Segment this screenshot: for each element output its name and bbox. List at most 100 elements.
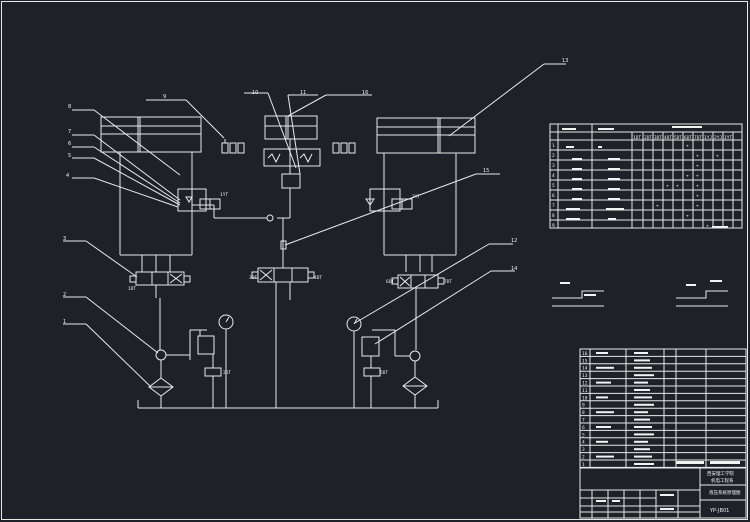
illegible-text	[596, 381, 611, 384]
action-table-header-code: 1YJ	[704, 135, 712, 141]
illegible-text	[572, 198, 582, 200]
illegible-text	[634, 374, 654, 377]
action-table-mark: +	[686, 174, 689, 179]
right-circuit-lines	[383, 153, 457, 272]
illegible-text	[634, 418, 650, 421]
balloon-10: 10	[252, 90, 258, 96]
illegible-text	[672, 126, 702, 128]
valve-codes: 1DT 3DT 4DT 6DT 7DT 2DT 5DT 1YT 2YT	[128, 192, 452, 376]
illegible-text	[634, 448, 650, 451]
action-table-mark: +	[676, 184, 679, 189]
parts-list-row-number: 14	[582, 366, 588, 372]
tank-line	[137, 300, 439, 409]
left-cylinder	[100, 116, 202, 153]
action-table-header-code: 5DT	[674, 135, 682, 141]
action-table-mark: +	[656, 204, 659, 209]
parts-list-row-number: 5	[582, 432, 585, 438]
action-table-mark: +	[696, 164, 699, 169]
balloon-4: 4	[66, 173, 69, 179]
leader-lines	[63, 63, 566, 387]
action-table-mark: +	[696, 174, 699, 179]
right-directional-valve	[391, 274, 445, 300]
illegible-text	[676, 461, 704, 464]
action-table-row-number: 1	[552, 143, 555, 149]
action-table-mark: +	[696, 184, 699, 189]
action-table-mark: +	[696, 204, 699, 209]
action-table-mark: +	[696, 194, 699, 199]
code-1dt: 1DT	[128, 286, 136, 292]
illegible-text	[608, 188, 620, 190]
balloon-13: 13	[562, 58, 568, 64]
action-table-mark: +	[686, 214, 689, 219]
action-table-mark: +	[696, 154, 699, 159]
right-pump-line	[395, 300, 428, 408]
title-block: 西安理工学院 机电工程系 液压系统原理图 YP-JB01	[579, 467, 747, 519]
action-table-row-number: 8	[552, 213, 555, 219]
action-table-header-code: 2YJ	[714, 135, 722, 141]
balloon-5: 5	[68, 153, 71, 159]
illegible-text	[634, 433, 654, 436]
left-throttle-check-valve	[177, 188, 221, 212]
code-7dt: 7DT	[444, 279, 452, 285]
parts-list-row-number: 3	[582, 447, 585, 453]
right-throttle-check-valve	[365, 188, 413, 212]
illegible-text	[608, 178, 620, 180]
illegible-text	[608, 158, 620, 160]
parts-list-row-number: 1	[582, 462, 585, 468]
illegible-text	[634, 366, 652, 369]
left-pump-line	[148, 298, 207, 408]
illegible-text	[572, 178, 582, 180]
illegible-text	[634, 359, 650, 362]
illegible-text	[598, 128, 614, 130]
illegible-text	[634, 381, 648, 384]
illegible-text	[710, 461, 740, 464]
code-1yt: 1YT	[220, 192, 228, 198]
action-table-row-number: 4	[552, 173, 555, 179]
parts-list-row-number: 9	[582, 403, 585, 409]
title-school: 西安理工学院	[707, 470, 734, 477]
balloon-2: 2	[63, 292, 66, 298]
action-table-row-number: 9	[552, 223, 555, 229]
left-small-valves	[221, 139, 245, 154]
illegible-text	[598, 146, 602, 148]
illegible-text	[634, 396, 652, 399]
action-table-row-number: 6	[552, 193, 555, 199]
balloon-14: 14	[511, 266, 517, 272]
action-table-header-code: 1YT	[724, 135, 732, 141]
illegible-text	[596, 440, 608, 443]
illegible-text	[608, 168, 620, 170]
illegible-text	[634, 463, 654, 465]
illegible-text	[566, 208, 580, 210]
balloon-labels: 8 7 6 5 4 3 2 1 9 10 11 16 13 15 12 14	[63, 58, 568, 325]
illegible-text	[562, 128, 576, 130]
right-relief-valve	[361, 329, 396, 408]
center-pressure-switch	[263, 139, 321, 222]
balloon-3: 3	[63, 236, 66, 242]
illegible-text	[634, 440, 648, 443]
action-table-mark: +	[716, 154, 719, 159]
balloon-1: 1	[63, 319, 66, 325]
detail-view-left	[552, 282, 604, 307]
illegible-text	[634, 426, 652, 428]
illegible-text	[606, 208, 624, 210]
center-lines	[213, 205, 287, 268]
illegible-text	[596, 455, 614, 458]
parts-list-row-number: 6	[582, 425, 585, 431]
parts-list-row-number: 2	[582, 455, 585, 461]
right-pressure-gauge	[346, 316, 362, 408]
center-directional-valve	[251, 267, 315, 300]
code-3dt: 3DT	[249, 275, 257, 281]
parts-list-row-number: 11	[582, 388, 588, 394]
illegible-text	[634, 411, 648, 414]
illegible-text	[596, 366, 614, 369]
left-directional-valve-3	[129, 271, 191, 298]
balloon-16: 16	[362, 90, 368, 96]
illegible-text	[572, 168, 582, 170]
code-6dt: 6DT	[386, 279, 394, 285]
balloon-9: 9	[163, 94, 166, 100]
action-table-mark: +	[686, 144, 689, 149]
balloon-11: 11	[300, 90, 306, 96]
illegible-text	[596, 411, 614, 414]
